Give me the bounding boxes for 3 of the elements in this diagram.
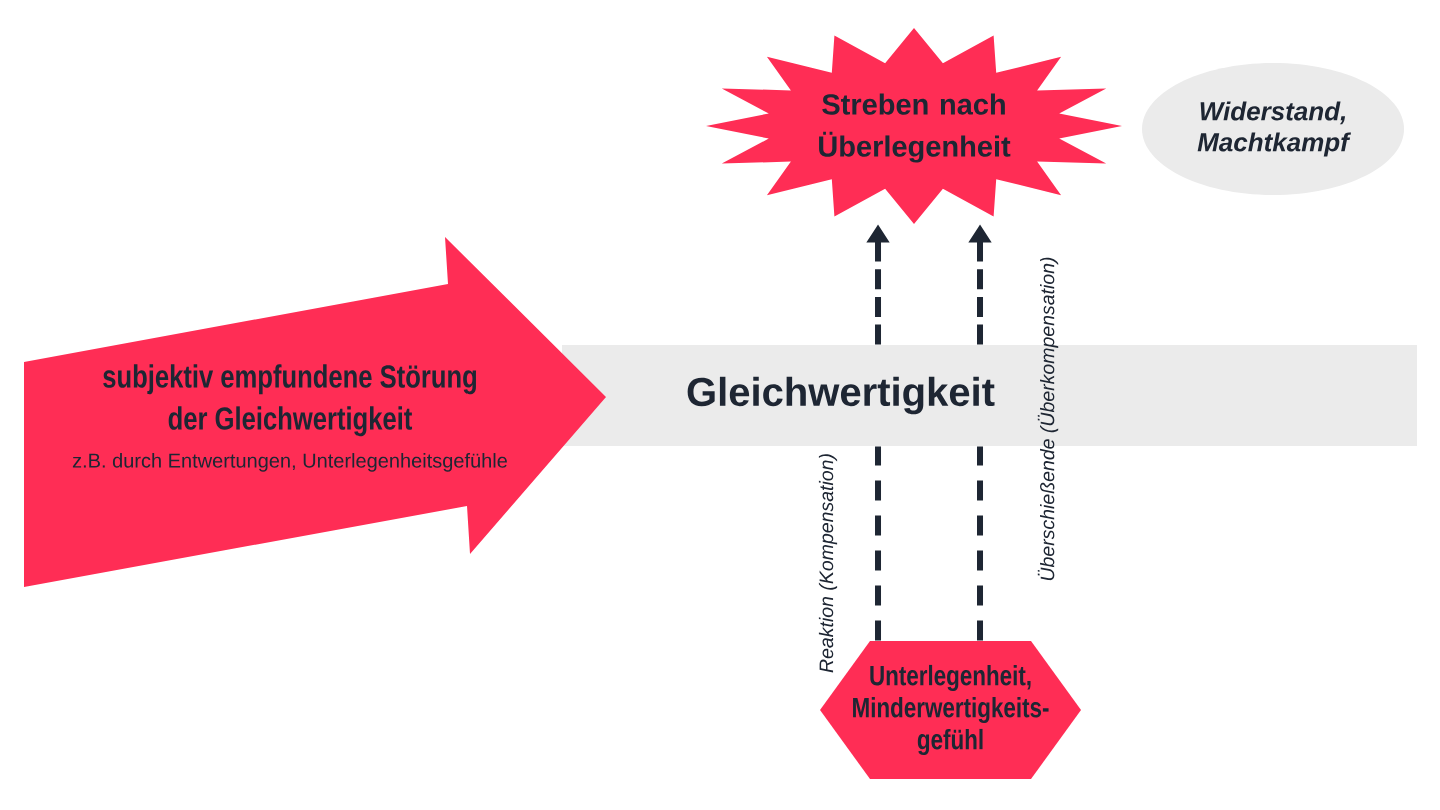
oval: Widerstand, Machtkampf: [1142, 63, 1404, 195]
edge-label: Überschießende (Überkompensation): [1037, 257, 1059, 581]
starburst: Streben nach Überlegenheit: [706, 28, 1122, 224]
